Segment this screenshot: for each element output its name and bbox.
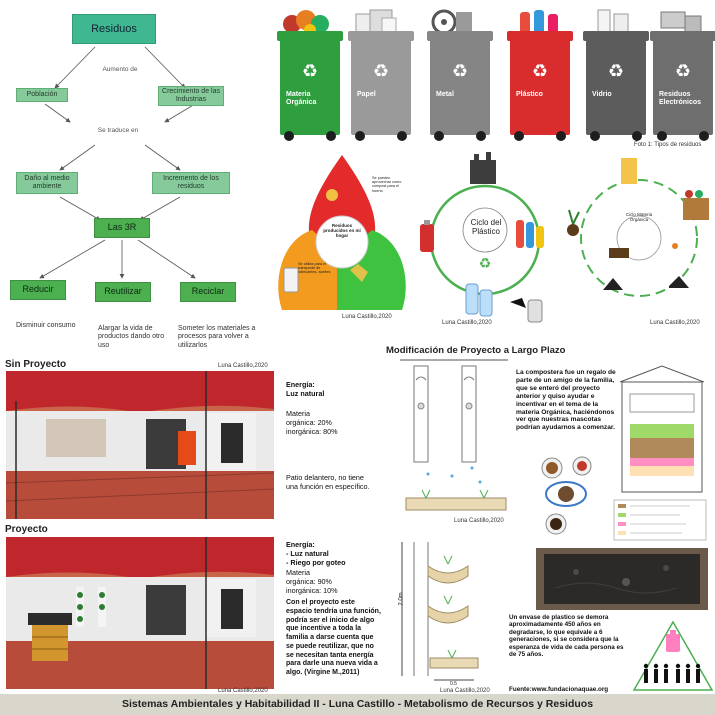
dim-vertical: 2.0m bbox=[398, 592, 405, 606]
venn-credit: Luna Castillo,2020 bbox=[342, 314, 392, 320]
drip-credit-1: Luna Castillo,2020 bbox=[454, 518, 504, 524]
svg-text:♻: ♻ bbox=[479, 255, 492, 271]
sin-proyecto-photo bbox=[6, 371, 274, 519]
proyecto-credit: Luna Castillo,2020 bbox=[218, 688, 268, 694]
sin-proyecto-desc: Patio delantero, no tiene una función en… bbox=[286, 473, 370, 491]
plastic-cycle-credit: Luna Castillo,2020 bbox=[442, 320, 492, 326]
proyecto-energia-2: - Riego por goteo bbox=[286, 558, 346, 567]
concept-dano: Daño al medio ambiente bbox=[16, 172, 78, 194]
concept-poblacion: Población bbox=[16, 88, 68, 102]
venn-center: Residuos producidos en mi hogar bbox=[323, 223, 361, 238]
proyecto-materia: Materia orgánica: 90% inorgánica: 10% bbox=[286, 568, 370, 595]
proyecto-organica: orgánica: 90% bbox=[286, 577, 332, 586]
proyecto-photo bbox=[6, 537, 274, 689]
bin-electronic: ♻ Residuos Electrónicos bbox=[650, 31, 715, 141]
recycle-icon: ♻ bbox=[451, 61, 469, 81]
organic-cycle-diagram bbox=[567, 158, 709, 297]
compost-bin-drawing bbox=[619, 365, 705, 493]
vertical-garden-sketch bbox=[401, 542, 479, 681]
drip-credit-2: Luna Castillo,2020 bbox=[440, 688, 490, 694]
proyecto-materia-label: Materia bbox=[286, 568, 310, 577]
plastic-cycle-diagram: ♻ bbox=[420, 152, 544, 323]
concept-root: Residuos bbox=[72, 14, 156, 44]
plastic-source: Fuente:www.fundacionaquae.org bbox=[509, 686, 609, 693]
concept-reducir: Reducir bbox=[10, 280, 66, 300]
compost-legend bbox=[613, 499, 707, 541]
electronic-waste-icon bbox=[660, 11, 702, 35]
proyecto-energia-label: Energía: bbox=[286, 540, 315, 549]
proyecto-title: Proyecto bbox=[5, 524, 48, 535]
proyecto-inorganica: inorgánica: 10% bbox=[286, 586, 338, 595]
plastic-cycle-title: Ciclo del Plástico bbox=[470, 218, 502, 237]
footer-banner: Sistemas Ambientales y Habitabilidad II … bbox=[0, 694, 715, 715]
reutilizar-desc: Alargar la vida de productos dando otro … bbox=[98, 325, 165, 349]
bin-plastic: ♻ Plástico bbox=[507, 31, 573, 141]
venn-right: Se pueden aprovechar como compost para e… bbox=[372, 176, 402, 193]
sin-proyecto-energia: Energía: Luz natural bbox=[286, 380, 366, 398]
sin-proyecto-materia: Materia orgánica: 20% inorgánica: 80% bbox=[286, 409, 366, 436]
compost-foods-icon bbox=[541, 456, 592, 535]
compost-photo bbox=[536, 548, 708, 610]
proyecto-energia: Energía: - Luz natural - Riego por goteo bbox=[286, 540, 370, 567]
bin-electronic-label: Residuos Electrónicos bbox=[659, 91, 702, 106]
bin-organic-label: Materia Orgánica bbox=[286, 91, 317, 106]
bin-paper-label: Papel bbox=[357, 91, 376, 98]
recycle-icon: ♻ bbox=[531, 61, 549, 81]
generations-pyramid bbox=[632, 620, 714, 691]
long-term-title: Modificación de Proyecto a Largo Plazo bbox=[386, 345, 566, 356]
recycle-icon: ♻ bbox=[607, 61, 625, 81]
bins-caption: Foto 1: Tipos de residuos bbox=[634, 142, 702, 148]
proyecto-desc: Con el proyecto este espacio tendría una… bbox=[286, 599, 381, 676]
proyecto-energia-1: - Luz natural bbox=[286, 549, 329, 558]
recycle-icon: ♻ bbox=[301, 61, 319, 81]
concept-map-arrows bbox=[39, 46, 196, 279]
reciclar-desc: Someter los materiales a procesos para v… bbox=[178, 325, 256, 349]
organic-cycle-center: Ciclo Materia Orgánica bbox=[625, 212, 653, 223]
recycle-icon: ♻ bbox=[372, 61, 390, 81]
concept-incremento: Incremento de los residuos bbox=[152, 172, 230, 194]
sin-proyecto-credit: Luna Castillo,2020 bbox=[218, 363, 268, 369]
sin-proyecto-energia-label: Energía: bbox=[286, 380, 315, 389]
connector-traduce: Se traduce en bbox=[97, 127, 139, 134]
venn-shapes bbox=[278, 155, 406, 310]
sin-proyecto-title: Sin Proyecto bbox=[5, 359, 67, 370]
compost-text: La compostera fue un regalo de parte de … bbox=[516, 369, 616, 432]
plastic-text: Un envase de plastico se demora aproxima… bbox=[509, 614, 624, 659]
concept-reciclar: Reciclar bbox=[180, 282, 236, 302]
bin-metal-label: Metal bbox=[436, 91, 454, 98]
bin-plastic-label: Plástico bbox=[516, 91, 543, 98]
bin-organic: ♻ Materia Orgánica bbox=[277, 31, 343, 141]
reducir-desc: Disminuir consumo bbox=[16, 322, 76, 329]
organic-cycle-credit: Luna Castillo,2020 bbox=[650, 320, 700, 326]
connector-aumento: Aumento de bbox=[102, 66, 138, 73]
bin-metal: ♻ Metal bbox=[427, 31, 493, 141]
glass-waste-icon bbox=[597, 9, 629, 35]
concept-3r: Las 3R bbox=[94, 218, 150, 238]
sin-proyecto-energia-value: Luz natural bbox=[286, 389, 325, 398]
bin-glass: ♻ Vidrio bbox=[583, 31, 649, 141]
sin-proyecto-organica: orgánica: 20% bbox=[286, 418, 332, 427]
bin-paper: ♻ Papel bbox=[348, 31, 414, 141]
bin-glass-label: Vidrio bbox=[592, 91, 612, 98]
dim-small: 0.5 bbox=[450, 681, 457, 687]
plastic-waste-icon bbox=[520, 10, 558, 34]
recycle-icon: ♻ bbox=[674, 61, 692, 81]
concept-industrias: Crecimiento de las Industrias bbox=[158, 86, 224, 106]
venn-left: Se utiliza para el transporte de lubrica… bbox=[298, 262, 331, 275]
sin-proyecto-materia-label: Materia bbox=[286, 409, 310, 418]
concept-reutilizar: Reutilizar bbox=[95, 282, 151, 302]
drip-system-sketch bbox=[400, 359, 508, 511]
sin-proyecto-inorganica: inorgánica: 80% bbox=[286, 427, 338, 436]
